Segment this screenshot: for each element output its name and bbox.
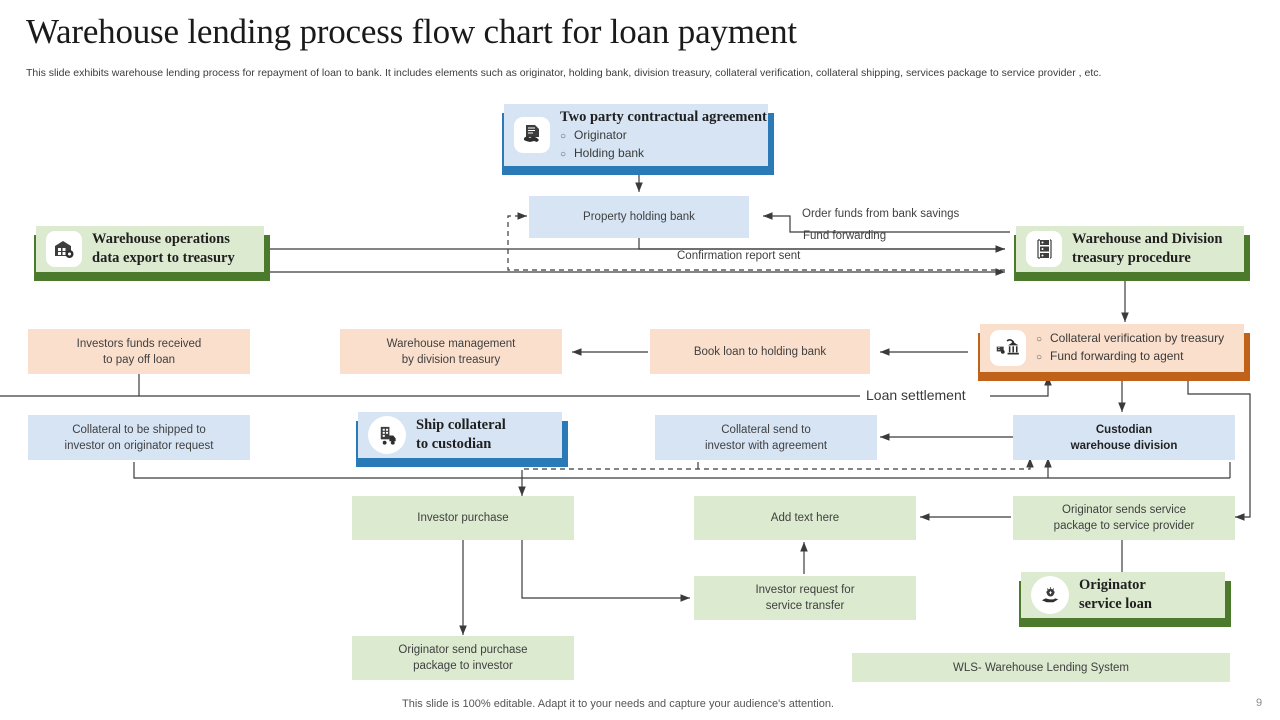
bullet-marker: ○ xyxy=(560,130,567,142)
bullet-text: Collateral verification by treasury xyxy=(1050,331,1225,345)
card-bullets: ○ Collateral verification by treasury ○ Fu… xyxy=(1036,330,1224,366)
card-collateral-verification[interactable]: ○ Collateral verification by treasury ○ Fu… xyxy=(972,324,1250,381)
node-collateral-send-to-investor[interactable]: Collateral send to investor with agreeme… xyxy=(655,415,877,460)
card-two-party-agreement[interactable]: Two party contractual agreement ○ Origina… xyxy=(496,104,774,175)
card-title-line1: Warehouse operations xyxy=(92,231,230,247)
node-book-loan-to-holding-bank[interactable]: Book loan to holding bank xyxy=(650,329,870,374)
card-title: Originator service loan xyxy=(1079,576,1152,614)
card-title-line1: Originator xyxy=(1079,577,1146,593)
bullet-text: Fund forwarding to agent xyxy=(1050,349,1184,363)
card-ship-collateral[interactable]: Ship collateral to custodian xyxy=(350,412,568,467)
node-investor-request-service-transfer[interactable]: Investor request for service transfer xyxy=(694,576,916,620)
card-warehouse-operations[interactable]: Warehouse operations data export to trea… xyxy=(28,226,270,281)
node-investor-purchase[interactable]: Investor purchase xyxy=(352,496,574,540)
node-line2: warehouse division xyxy=(1070,439,1178,452)
edge-label-order-funds: Order funds from bank savings xyxy=(802,208,960,220)
card-originator-service-loan[interactable]: Originator service loan xyxy=(1013,572,1231,627)
node-warehouse-management[interactable]: Warehouse management by division treasur… xyxy=(340,329,562,374)
edge-label-fund-forwarding: Fund forwarding xyxy=(803,230,887,242)
shipping-truck-icon xyxy=(368,416,406,454)
legend-wls: WLS- Warehouse Lending System xyxy=(852,653,1230,682)
node-add-text-here[interactable]: Add text here xyxy=(694,496,916,540)
server-rack-icon xyxy=(1026,231,1062,267)
node-line2: investor with agreement xyxy=(704,439,828,452)
bullet-marker: ○ xyxy=(560,148,567,160)
node-line2: package to service provider xyxy=(1053,520,1195,532)
node-line2: by division treasury xyxy=(401,353,501,366)
card-title: Warehouse operations data export to trea… xyxy=(92,230,235,268)
node-line1: Investors funds received xyxy=(76,337,202,350)
node-line2: package to investor xyxy=(413,660,513,672)
node-line1: Collateral to be shipped to xyxy=(72,423,206,436)
card-bullets: ○ Originator ○ Holding bank xyxy=(560,127,767,163)
node-line1: Warehouse management xyxy=(386,337,516,350)
card-title-line1: Ship collateral xyxy=(416,417,506,433)
bullet-text: Originator xyxy=(574,127,627,142)
card-face: Originator service loan xyxy=(1021,572,1225,618)
contract-handshake-icon xyxy=(514,117,550,153)
card-title-line2: to custodian xyxy=(416,436,492,452)
edge-label-confirmation-report: Confirmation report sent xyxy=(677,250,801,262)
card-title-line1: Warehouse and Division xyxy=(1072,231,1223,247)
node-originator-send-purchase-package[interactable]: Originator send purchase package to inve… xyxy=(352,636,574,680)
page-title: Warehouse lending process flow chart for… xyxy=(26,12,797,51)
node-line1: Collateral send to xyxy=(721,423,811,436)
node-line2: service transfer xyxy=(765,600,845,612)
edge-label-loan-settlement: Loan settlement xyxy=(866,387,966,403)
card-title-line2: data export to treasury xyxy=(92,250,235,266)
card-face: ○ Collateral verification by treasury ○ Fu… xyxy=(980,324,1244,372)
node-line2: to pay off loan xyxy=(102,353,176,366)
card-treasury-procedure[interactable]: Warehouse and Division treasury procedur… xyxy=(1008,226,1250,281)
footer-note: This slide is 100% editable. Adapt it to… xyxy=(402,698,834,710)
card-title-line2: service loan xyxy=(1079,596,1152,612)
bank-security-icon xyxy=(990,330,1026,366)
card-face: Ship collateral to custodian xyxy=(358,412,562,458)
page-number: 9 xyxy=(1256,697,1263,709)
card-title-line2: treasury procedure xyxy=(1072,250,1191,266)
card-title: Warehouse and Division treasury procedur… xyxy=(1072,230,1222,268)
card-face: Warehouse operations data export to trea… xyxy=(36,226,264,272)
bullet-text: Holding bank xyxy=(574,145,645,160)
card-title: Ship collateral to custodian xyxy=(416,416,506,454)
warehouse-gear-icon xyxy=(46,231,82,267)
node-line1: Custodian xyxy=(1095,423,1153,436)
card-face: Two party contractual agreement ○ Origina… xyxy=(504,104,768,166)
bullet-marker: ○ xyxy=(1036,352,1043,363)
node-investors-funds-received[interactable]: Investors funds received to pay off loan xyxy=(28,329,250,374)
node-line1: Investor request for xyxy=(755,584,855,596)
page-subtitle: This slide exhibits warehouse lending pr… xyxy=(26,67,1102,79)
node-originator-sends-service-package[interactable]: Originator sends service package to serv… xyxy=(1013,496,1235,540)
node-line1: Originator sends service xyxy=(1062,504,1186,516)
node-collateral-to-be-shipped[interactable]: Collateral to be shipped to investor on … xyxy=(28,415,250,460)
bullet-marker: ○ xyxy=(1036,334,1043,345)
node-line2: investor on originator request xyxy=(64,439,214,452)
node-custodian-warehouse-division[interactable]: Custodian warehouse division xyxy=(1013,415,1235,460)
card-face: Warehouse and Division treasury procedur… xyxy=(1016,226,1244,272)
node-line1: Originator send purchase xyxy=(398,644,528,656)
hand-coin-icon xyxy=(1031,576,1069,614)
node-property-holding-bank[interactable]: Property holding bank xyxy=(529,196,749,238)
card-title: Two party contractual agreement xyxy=(560,108,767,125)
